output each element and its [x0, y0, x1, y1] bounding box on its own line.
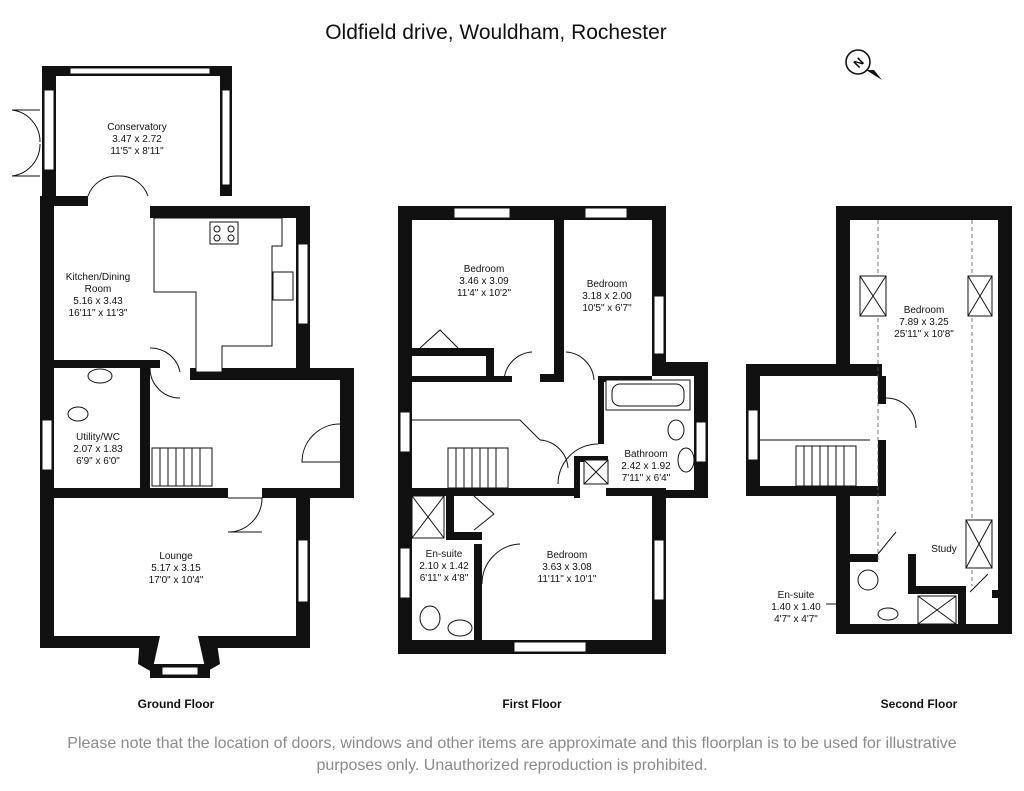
- room-metric: 3.46 x 3.09: [459, 276, 509, 287]
- room-imperial: 4'7" x 4'7": [774, 614, 818, 625]
- room-imperial: 17'0" x 10'4": [149, 575, 204, 586]
- room-imperial: 11'11" x 10'1": [538, 574, 597, 585]
- room-name: Bedroom: [464, 264, 505, 275]
- room-imperial: 10'5" x 6'7": [582, 303, 632, 314]
- room-imperial: 7'11" x 6'4": [622, 473, 671, 484]
- floor-label: Ground Floor: [138, 697, 215, 711]
- disclaimer-line-2: purposes only. Unauthorized reproduction…: [316, 757, 708, 774]
- room-metric: 5.17 x 3.15: [151, 563, 201, 574]
- room-name: Conservatory: [107, 122, 166, 133]
- ground-floor-plan: [11, 66, 354, 678]
- room-metric: 2.07 x 1.83: [73, 444, 123, 455]
- room-metric: 3.18 x 2.00: [582, 291, 632, 302]
- room-name: Bathroom: [624, 449, 667, 460]
- room-imperial: 11'4" x 10'2": [457, 288, 512, 299]
- room-metric: 7.89 x 3.25: [899, 317, 949, 328]
- floor-label: First Floor: [502, 697, 562, 711]
- room-metric: 3.63 x 3.08: [542, 562, 592, 573]
- room-name: Utility/WC: [76, 432, 120, 443]
- disclaimer-line-1: Please note that the location of doors, …: [67, 735, 957, 752]
- room-metric: 2.42 x 1.92: [621, 461, 671, 472]
- room-name: Study: [931, 544, 957, 555]
- room-name: Bedroom: [587, 279, 628, 290]
- room-imperial: 6'11" x 4'8": [420, 573, 469, 584]
- room-imperial: 11'5" x 8'11": [110, 146, 164, 157]
- first-floor-plan: [398, 206, 708, 654]
- room-name: En-suite: [426, 549, 463, 560]
- page-title: Oldfield drive, Wouldham, Rochester: [325, 21, 667, 44]
- room-metric: 1.40 x 1.40: [771, 602, 821, 613]
- second-floor-plan: [746, 206, 1012, 634]
- room-metric: 3.47 x 2.72: [112, 134, 162, 145]
- room-imperial: 6'9" x 6'0": [76, 456, 120, 467]
- room-name: Kitchen/Dining: [66, 272, 130, 283]
- floor-label: Second Floor: [881, 697, 958, 711]
- room-imperial: 25'11" x 10'8": [894, 329, 954, 340]
- room-name: Lounge: [159, 551, 193, 562]
- svg-text:N: N: [851, 55, 867, 71]
- room-name-line2: Room: [85, 284, 112, 295]
- room-imperial: 16'11" x 11'3": [69, 308, 128, 319]
- room-name: Bedroom: [904, 305, 945, 316]
- disclaimer: Please note that the location of doors, …: [20, 733, 1004, 777]
- north-arrow-icon: N: [845, 49, 882, 80]
- room-metric: 5.16 x 3.43: [73, 296, 123, 307]
- room-metric: 2.10 x 1.42: [419, 561, 469, 572]
- room-name: En-suite: [778, 590, 815, 601]
- room-name: Bedroom: [547, 550, 588, 561]
